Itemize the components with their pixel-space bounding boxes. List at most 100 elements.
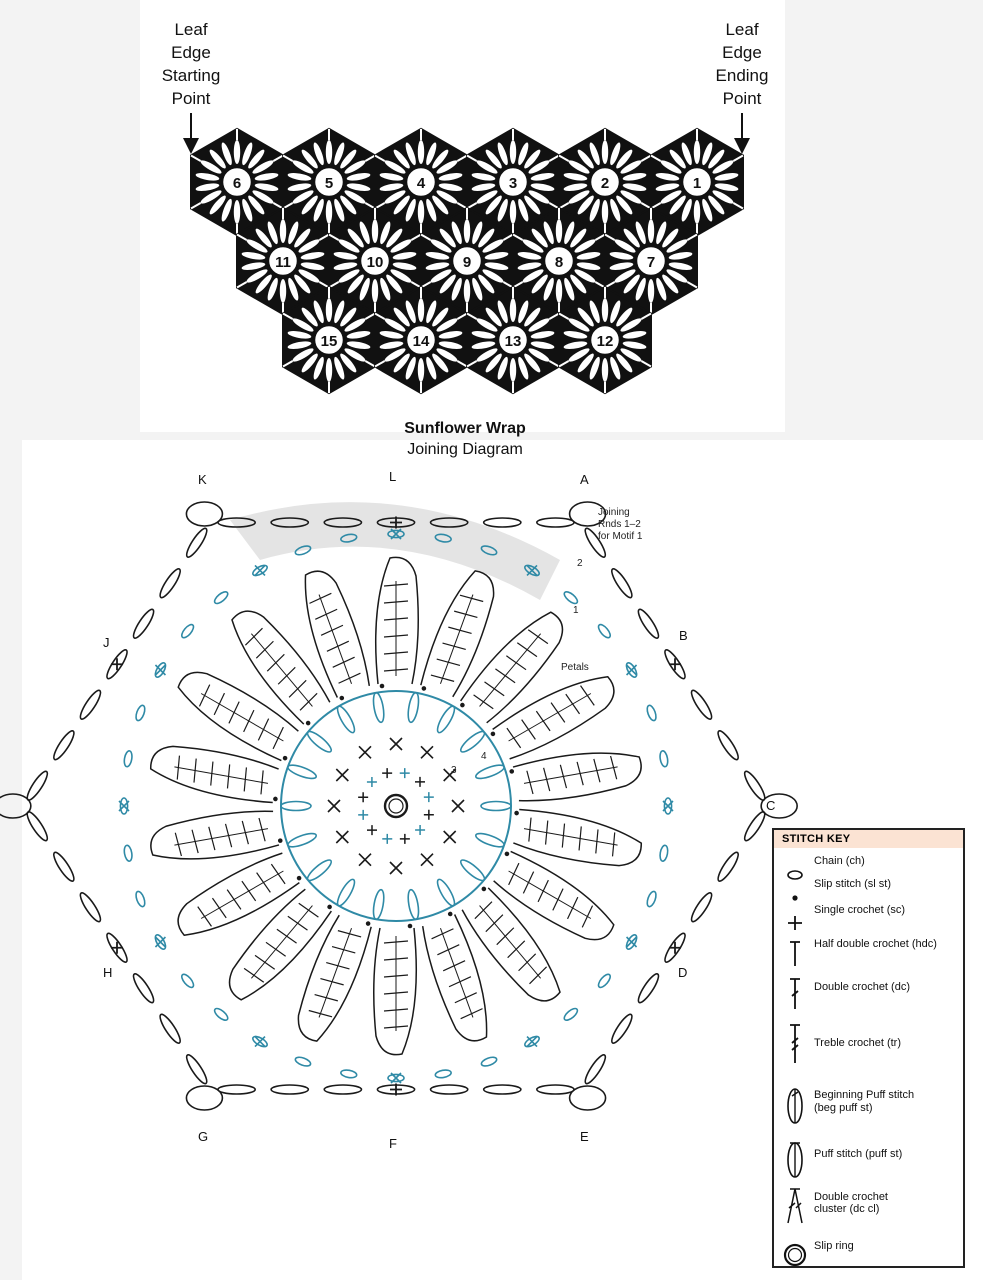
petal-shape xyxy=(601,140,609,164)
puff-stitch xyxy=(372,691,385,724)
motif-number-circle xyxy=(359,245,391,277)
petal-shape xyxy=(570,228,587,248)
center-single-crochet xyxy=(358,745,372,759)
petal-shape xyxy=(333,252,358,260)
petal-shape xyxy=(614,239,636,253)
puff-stitch-icon xyxy=(787,1142,803,1178)
key-row-double-crochet: Double crochet (dc) xyxy=(774,970,963,1009)
diagram-title: Sunflower Wrap Joining Diagram xyxy=(330,418,600,460)
petal-shape xyxy=(390,239,412,253)
petal-shape xyxy=(359,277,370,301)
slip-stitch-dot xyxy=(447,911,453,917)
side-letter-k: K xyxy=(198,472,207,487)
motif-hexagon: 11 xyxy=(236,206,330,316)
petal-shape xyxy=(485,195,502,215)
petal-shape xyxy=(471,331,496,339)
chain-icon xyxy=(787,870,803,880)
teal-chain-stitch xyxy=(135,704,146,722)
petal-shape xyxy=(405,142,416,166)
outer-chain-stitch xyxy=(611,568,633,599)
motif-number: 11 xyxy=(275,254,291,271)
outer-chain-stitch xyxy=(611,1013,633,1044)
outer-chain-stitch xyxy=(159,568,181,599)
petal-shape xyxy=(482,239,504,253)
petal-outline xyxy=(492,676,615,760)
outer-chain-stitch xyxy=(429,1084,469,1095)
petal-shape xyxy=(622,341,647,349)
petal-shape xyxy=(300,252,325,260)
petal-shape xyxy=(405,300,416,324)
label-line: Point xyxy=(171,89,211,108)
outer-chain-stitch xyxy=(106,649,128,680)
center-single-crochet xyxy=(327,799,341,813)
petal-shape xyxy=(430,239,452,253)
petal-shape xyxy=(338,239,360,253)
teal-chain-stitch xyxy=(597,623,611,639)
motif-hexagon: 4 xyxy=(374,127,468,237)
petal-stem xyxy=(174,828,269,846)
hexagon-spoke xyxy=(272,202,284,210)
petal-shape xyxy=(616,353,633,373)
petal-shape xyxy=(242,142,253,166)
petal-shape xyxy=(325,200,333,224)
petal-outline xyxy=(231,610,331,725)
hexagon-spoke xyxy=(466,202,478,210)
petal-shape xyxy=(301,195,318,215)
petal-shape xyxy=(522,269,544,283)
petal-shape xyxy=(616,307,633,327)
teal-chain-stitch xyxy=(524,564,540,577)
petal-shape xyxy=(242,198,253,222)
slip-stitch-dot xyxy=(481,886,487,892)
petal-shape xyxy=(568,160,590,174)
round-number: 4 xyxy=(481,751,487,762)
petal-shape xyxy=(209,195,226,215)
teal-single-crochet-mark xyxy=(154,936,167,948)
petal-shape xyxy=(476,190,498,204)
petal-shape xyxy=(425,252,450,260)
petal-shape xyxy=(620,160,642,174)
center-stitch xyxy=(399,768,410,779)
motif-hexagon: 6 xyxy=(190,127,284,237)
petal-shape xyxy=(662,228,679,248)
petal-shape xyxy=(436,348,458,362)
teal-single-crochet-mark xyxy=(625,936,638,948)
outer-chain-stitch xyxy=(323,517,363,528)
outer-chain-stitch xyxy=(743,811,766,842)
puff-stitch xyxy=(436,878,456,907)
outer-chain-stitch xyxy=(690,689,713,720)
petal-shape xyxy=(298,269,320,283)
teal-single-crochet-mark xyxy=(118,800,130,812)
petal-shape xyxy=(379,183,404,191)
joining-annotation-line: for Motif 1 xyxy=(598,531,643,542)
hexagon-spoke xyxy=(364,154,376,162)
petal-shape xyxy=(313,300,324,324)
center-stitch xyxy=(358,809,369,820)
outer-chain-stitch xyxy=(690,892,713,923)
teal-chain-stitch xyxy=(294,545,312,556)
petal-shape xyxy=(524,307,541,327)
petal-shape xyxy=(221,142,232,166)
petal-shape xyxy=(668,252,693,260)
motif-number-circle xyxy=(313,324,345,356)
motif-number-circle xyxy=(451,245,483,277)
motif-number: 5 xyxy=(325,175,333,192)
slip-stitch-dot xyxy=(365,921,371,926)
petal-shape xyxy=(334,300,345,324)
petal-shape xyxy=(610,198,621,222)
petal-shape xyxy=(669,149,686,169)
teal-single-crochet-mark xyxy=(662,800,674,812)
hexagon-spoke xyxy=(328,281,340,289)
petal-outline xyxy=(149,745,279,804)
petal-shape xyxy=(313,198,324,222)
petal-shape xyxy=(712,190,734,204)
hexagon-spoke xyxy=(374,312,386,320)
petal-shape xyxy=(622,183,647,191)
petal-shape xyxy=(340,307,357,327)
petal-shape xyxy=(425,262,450,270)
hexagon-spoke xyxy=(282,312,294,320)
teal-single-crochet-mark xyxy=(254,1035,266,1048)
hexagon-spoke xyxy=(466,154,478,162)
hexagon-spoke xyxy=(374,154,386,162)
petal-shape xyxy=(292,318,314,332)
side-letter-j: J xyxy=(103,635,110,650)
